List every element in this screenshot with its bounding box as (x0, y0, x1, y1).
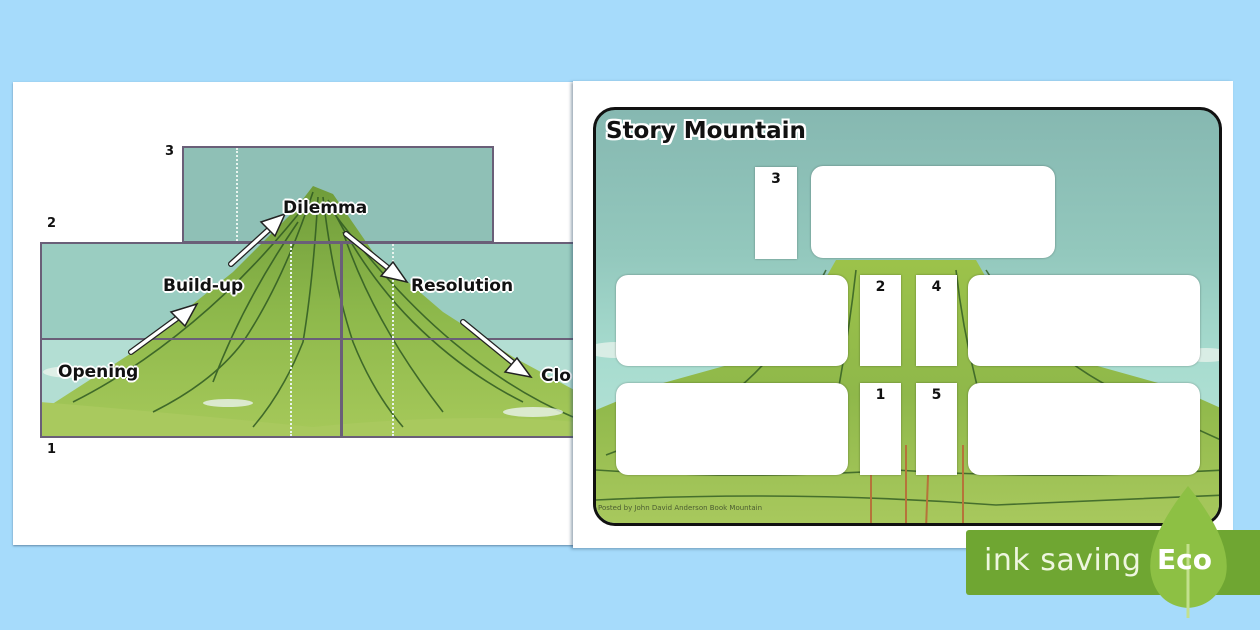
label-opening: Opening (58, 362, 139, 382)
box-number-3: 3 (165, 144, 175, 159)
right-page-preview[interactable]: Story Mountain 3 2 4 1 5 Posted by John … (573, 81, 1233, 548)
label-resolution: Resolution (411, 276, 514, 296)
left-page-preview[interactable]: 3 2 1 Opening Build-up Dilemma Resolutio… (13, 82, 585, 545)
fold-line (392, 244, 394, 338)
stage-tab-1: 1 (860, 383, 901, 475)
fold-line (290, 340, 292, 436)
stage-tab-5: 5 (916, 383, 957, 475)
label-buildup: Build-up (163, 276, 244, 296)
fold-line (236, 148, 238, 241)
story-arrows (128, 212, 533, 379)
stage-box-1[interactable] (616, 383, 848, 475)
cut-divider (340, 340, 343, 436)
cut-divider (340, 244, 343, 338)
stage-tab-4: 4 (916, 275, 957, 366)
leaf-icon (1150, 486, 1227, 618)
stage-box-5[interactable] (968, 383, 1200, 475)
stage-box-3[interactable] (811, 166, 1055, 258)
box-number-2: 2 (47, 216, 57, 231)
ink-saving-text: ink saving (984, 543, 1142, 578)
worksheet-title: Story Mountain (606, 118, 806, 144)
mountain-illustration (40, 146, 578, 437)
stage-box-4[interactable] (968, 275, 1200, 366)
fold-line (392, 340, 394, 436)
stage-box-2[interactable] (616, 275, 848, 366)
box-number-1: 1 (47, 442, 57, 457)
label-dilemma: Dilemma (283, 198, 368, 218)
stage-tab-2: 2 (860, 275, 901, 366)
fold-line (290, 244, 292, 338)
eco-label: Eco (1157, 543, 1212, 576)
stage-tab-3: 3 (755, 167, 797, 259)
story-mountain-frame: Story Mountain 3 2 4 1 5 Posted by John … (593, 107, 1222, 526)
image-credit: Posted by John David Anderson Book Mount… (598, 504, 763, 512)
label-closing: Clo (541, 366, 571, 386)
